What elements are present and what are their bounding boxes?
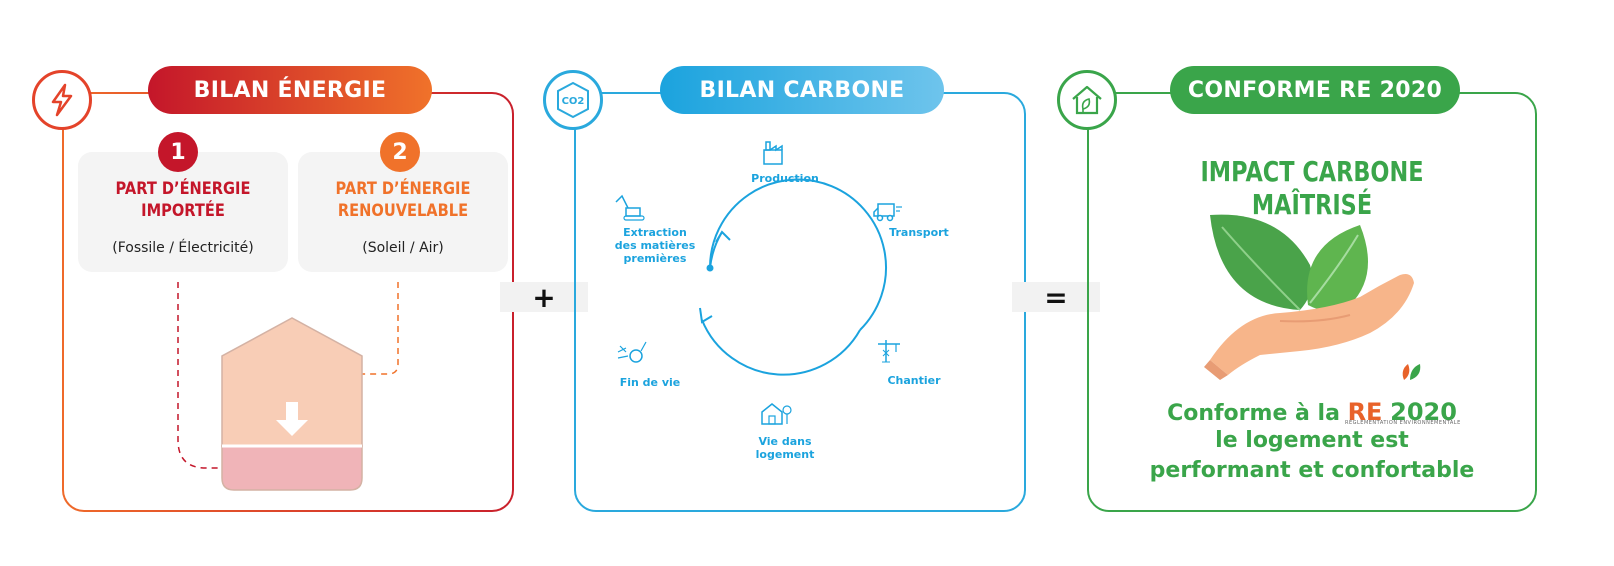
renewable-energy-title-line1: PART D’ÉNERGIE <box>335 179 471 199</box>
renewable-energy-connector <box>342 282 399 375</box>
re2020-line1-prefix: Conforme à la <box>1167 401 1348 426</box>
re-logo-leaf-icon <box>1402 364 1421 380</box>
cycle-arrowhead-top <box>715 230 731 243</box>
step-number-2: 2 <box>380 132 420 172</box>
stage-extraction-line1: Extraction <box>623 226 687 239</box>
stage-vie-line2: logement <box>755 448 815 461</box>
lightning-icon <box>32 70 92 130</box>
step-number-1: 1 <box>158 132 198 172</box>
home-tree-icon <box>761 403 792 425</box>
stage-production: Production <box>751 172 819 185</box>
re2020-line1: Conforme à la RE 2020 <box>1100 398 1524 426</box>
stage-vie-line1: Vie dans <box>758 435 812 448</box>
re-logo-year: 2020 <box>1390 398 1457 426</box>
re2020-title: CONFORME RE 2020 <box>1170 66 1460 114</box>
renewable-energy-card <box>298 152 508 272</box>
stage-extraction-line3: premières <box>623 252 687 265</box>
renewable-energy-title-line2: RENOUVELABLE <box>337 201 469 221</box>
stage-vie-dans-logement: Vie dans logement <box>745 435 825 461</box>
stage-extraction-line2: des matières <box>614 239 696 252</box>
re-logo-word: RE <box>1347 398 1383 426</box>
stage-extraction: Extraction des matières premières <box>605 226 705 265</box>
cycle-arc-lower <box>701 319 861 376</box>
cycle-arc-upper <box>708 178 887 331</box>
imported-energy-title: PART D’ÉNERGIE IMPORTÉE <box>93 178 274 222</box>
house-leaf-icon <box>1057 70 1117 130</box>
house-energy-diagram <box>177 282 399 491</box>
imported-energy-card <box>78 152 288 272</box>
imported-energy-title-line1: PART D’ÉNERGIE <box>115 179 251 199</box>
co2-icon: CO2 <box>543 70 603 130</box>
truck-icon <box>873 203 902 222</box>
renewable-energy-subtitle: (Soleil / Air) <box>362 240 444 256</box>
factory-icon <box>763 141 783 165</box>
hand-leaves-illustration <box>1204 214 1414 380</box>
imported-energy-title-line2: IMPORTÉE <box>141 201 225 221</box>
stage-transport: Transport <box>889 226 949 239</box>
carbon-title: BILAN CARBONE <box>660 66 944 114</box>
energy-title: BILAN ÉNERGIE <box>148 66 432 114</box>
re2020-line3: performant et confortable <box>1149 458 1475 483</box>
wrecking-ball-icon <box>617 341 647 363</box>
re-logo-subtitle: RÉGLEMENTATION ENVIRONNEMENTALE <box>1345 420 1461 426</box>
house-bottom-part <box>221 445 363 491</box>
co2-icon-label: CO2 <box>562 96 585 107</box>
imported-energy-subtitle: (Fossile / Électricité) <box>112 240 254 256</box>
imported-energy-connector <box>177 282 236 469</box>
stage-chantier: Chantier <box>887 374 941 387</box>
leaf-right <box>1307 225 1368 311</box>
leaf-left <box>1210 214 1313 310</box>
down-arrow-icon <box>276 402 308 436</box>
re2020-line2: le logement est <box>1215 428 1409 453</box>
hand <box>1210 274 1414 375</box>
re2020-headline: IMPACT CARBONE MAÎTRISÉ <box>1200 155 1424 221</box>
crane-icon <box>878 340 900 363</box>
house-top-part <box>221 317 363 447</box>
plus-operator: + <box>500 281 588 314</box>
equals-operator: = <box>1012 281 1100 314</box>
excavator-icon <box>615 194 645 221</box>
stage-fin-de-vie: Fin de vie <box>619 376 681 389</box>
carbon-cycle-diagram <box>615 141 902 425</box>
cycle-arrowhead <box>699 307 713 324</box>
renewable-energy-title: PART D’ÉNERGIE RENOUVELABLE <box>313 178 494 222</box>
